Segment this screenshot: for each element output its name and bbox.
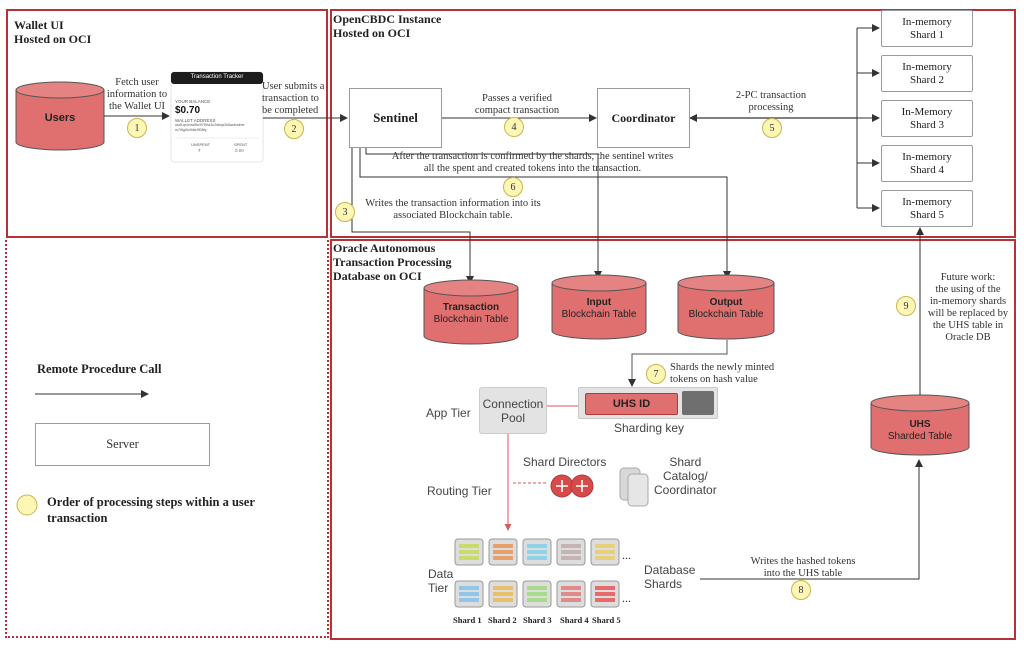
step-2: 2 — [284, 119, 304, 139]
shard-catalog-icon — [619, 467, 649, 507]
opencbdc-panel — [330, 9, 1016, 238]
shard-directors-label: Shard Directors — [523, 455, 607, 469]
wallet-address-line2: m7t5g0k4h8z9f08ty — [175, 128, 207, 132]
sentinel-label: Sentinel — [373, 110, 418, 125]
shards-uhs-arrow — [700, 459, 923, 580]
legend-server-label: Server — [106, 437, 139, 451]
users-cylinder — [15, 81, 105, 151]
data-tier-label: Data Tier — [428, 567, 454, 595]
app-tier-label: App Tier — [426, 406, 471, 420]
sharding-key-label: Sharding key — [614, 421, 685, 435]
shards-minted-note: Shards the newly minted tokens on hash v… — [670, 362, 775, 385]
routing-tier-label: Routing Tier — [427, 484, 492, 498]
sentinel-output-arrow — [359, 148, 731, 279]
legend-step-circle — [16, 494, 38, 516]
twopc-note: 2-PC transaction processing — [735, 90, 807, 113]
wallet-unspent-value: 7 — [198, 148, 201, 153]
db-shard-label-4: Shard 4 — [560, 615, 589, 625]
shard-directors-icon — [550, 474, 594, 498]
database-shards-label: Database Shards — [644, 563, 696, 591]
step-9: 9 — [896, 296, 916, 316]
db-shard-label-3: Shard 3 — [523, 615, 552, 625]
oracle-panel — [330, 239, 1016, 640]
db-shard-label-1: Shard 1 — [453, 615, 482, 625]
step-5: 5 — [762, 118, 782, 138]
output-cylinder — [677, 274, 775, 340]
shard-ellipsis-top: ... — [622, 548, 631, 562]
coordinator-box: Coordinator — [597, 88, 690, 148]
db-shard-cylinders — [454, 538, 620, 608]
db-shard-label-2: Shard 2 — [488, 615, 517, 625]
oracle-panel-title: Oracle Autonomous Transaction Processing… — [333, 241, 452, 283]
legend-order-label: Order of processing steps within a user … — [47, 495, 255, 525]
step-3: 3 — [335, 202, 355, 222]
sentinel-input-arrow — [365, 148, 602, 279]
users-label: Users — [44, 112, 76, 124]
connection-pool-box: Connection Pool — [479, 387, 547, 434]
legend-rpc-label: Remote Procedure Call — [37, 362, 162, 376]
submit-note: User submits a transaction to be complet… — [262, 81, 325, 116]
shard-ellipsis-bottom: ... — [622, 591, 631, 605]
wallet-spent-value: 0.00 — [235, 148, 244, 153]
wallet-card-header: Transaction Tracker — [190, 74, 244, 80]
confirm-note: After the transaction is confirmed by th… — [391, 151, 674, 174]
sentinel-transaction-arrow — [351, 148, 474, 284]
writes-note: Writes the transaction information into … — [365, 198, 541, 221]
uhs-cylinder — [870, 394, 970, 456]
wallet-panel-title: Wallet UI Hosted on OCI — [14, 18, 92, 46]
step-1: 1 — [127, 118, 147, 138]
wallet-spent-label: SPENT — [234, 142, 248, 147]
legend-panel — [5, 240, 329, 638]
opencbdc-panel-title: OpenCBDC Instance Hosted on OCI — [333, 12, 442, 40]
output-uhsid-arrow — [628, 340, 728, 387]
future-work-note: Future work: the using of the in-memory … — [927, 272, 1009, 343]
db-shard-label-5: Shard 5 — [592, 615, 621, 625]
uhs-id-field: UHS ID — [585, 393, 678, 415]
fetch-note: Fetch user information to the Wallet UI — [106, 77, 168, 112]
passes-note: Passes a verified compact transaction — [474, 93, 560, 116]
uhs-id-search-button — [682, 391, 714, 415]
step-8: 8 — [791, 580, 811, 600]
wallet-address: usd1qx4mw5kz97t9hz3c2drlqs2k5wdmdme — [175, 123, 245, 127]
step-7: 7 — [646, 364, 666, 384]
uhs-id-label: UHS ID — [612, 398, 651, 410]
coordinator-label: Coordinator — [611, 110, 676, 125]
wallet-card — [170, 71, 264, 163]
hashed-note: Writes the hashed tokens into the UHS ta… — [750, 556, 856, 579]
step-4: 4 — [504, 117, 524, 137]
step-6: 6 — [503, 177, 523, 197]
wallet-panel — [6, 9, 328, 238]
input-cylinder — [551, 274, 647, 340]
wallet-balance-label: YOUR BALANCE — [175, 99, 211, 104]
wallet-unspent-label: UNSPENT — [191, 142, 211, 147]
legend-server-box: Server — [35, 423, 210, 466]
shard-catalog-label: Shard Catalog/ Coordinator — [654, 455, 717, 497]
transaction-cylinder — [423, 279, 519, 345]
wallet-address-label: WALLET ADDRESS — [175, 118, 216, 123]
wallet-balance: $0.70 — [175, 105, 201, 116]
sentinel-box: Sentinel — [349, 88, 442, 148]
